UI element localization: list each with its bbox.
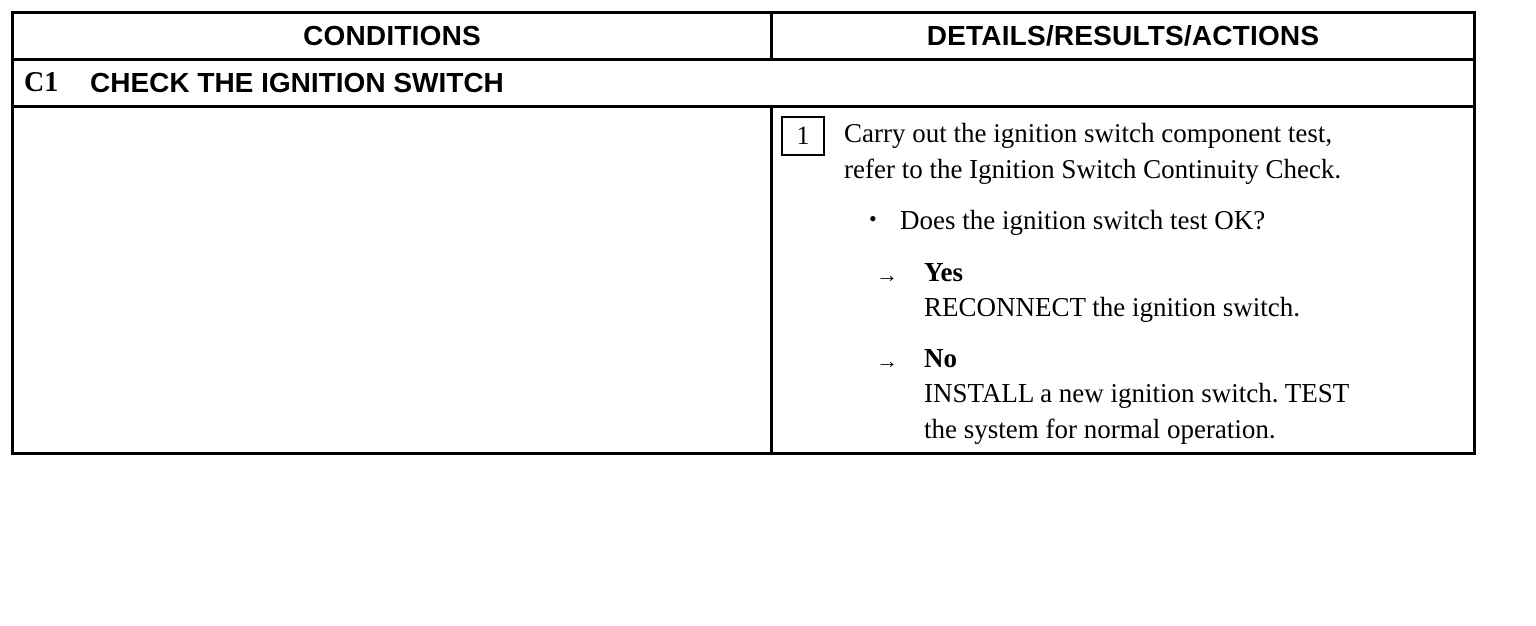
action-number-box: 1 [781, 116, 825, 156]
step-title-row: C1 CHECK THE IGNITION SWITCH [14, 61, 1473, 105]
step-title: CHECK THE IGNITION SWITCH [90, 67, 504, 98]
body-divider [770, 108, 773, 452]
header-divider [770, 14, 773, 58]
step-code: C1 [24, 67, 59, 98]
no-action-line-2: the system for normal operation. [924, 414, 1276, 444]
header-bottom-rule [14, 58, 1473, 61]
conditions-header: CONDITIONS [303, 20, 481, 51]
step-bottom-rule [14, 105, 1473, 108]
diagnostic-table: CONDITIONS DETAILS/RESULTS/ACTIONS C1 CH… [11, 11, 1476, 455]
no-action-line-1: INSTALL a new ignition switch. TEST [924, 378, 1350, 408]
details-header: DETAILS/RESULTS/ACTIONS [926, 20, 1320, 51]
instruction-line-2: refer to the Ignition Switch Continuity … [844, 154, 1342, 184]
question-text: Does the ignition switch test OK? [900, 205, 1266, 235]
bullet-icon: • [869, 206, 877, 231]
no-arrow-icon: → [876, 348, 898, 373]
yes-arrow-icon: → [876, 262, 898, 287]
yes-label: Yes [924, 257, 963, 287]
instruction-line-1: Carry out the ignition switch component … [844, 118, 1333, 148]
no-label: No [924, 343, 957, 373]
yes-action-text: RECONNECT the ignition switch. [924, 292, 1300, 322]
